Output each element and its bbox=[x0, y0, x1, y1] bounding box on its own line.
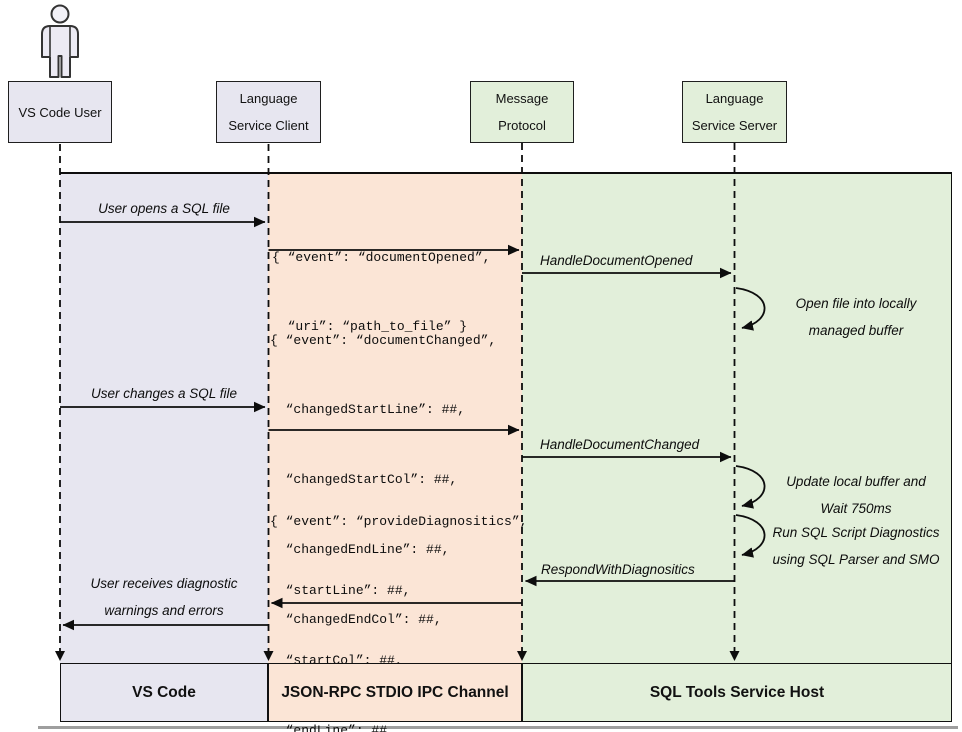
drop-shadow bbox=[38, 726, 958, 729]
footer-box-vscode: VS Code bbox=[60, 663, 268, 722]
footer-box-service-host: SQL Tools Service Host bbox=[522, 663, 952, 722]
actor-label-line2: Service Server bbox=[691, 118, 778, 133]
label-handle-document-opened: HandleDocumentOpened bbox=[540, 253, 693, 268]
note-run-diagnostics: Run SQL Script Diagnostics using SQL Par… bbox=[772, 525, 940, 567]
self-loop-open-file bbox=[735, 287, 766, 331]
band-vscode bbox=[60, 172, 268, 722]
self-loop-update-buffer bbox=[735, 465, 766, 509]
lifeline-end-arrow-user bbox=[55, 651, 65, 661]
label-handle-document-changed: HandleDocumentChanged bbox=[540, 437, 700, 452]
lifeline-end-arrow-server bbox=[729, 651, 740, 661]
actor-label-line2: Service Client bbox=[228, 118, 309, 133]
label-user-changes: User changes a SQL file bbox=[90, 386, 238, 401]
actor-box-vscode-user: VS Code User bbox=[8, 81, 112, 143]
label-user-opens: User opens a SQL file bbox=[98, 201, 230, 216]
actor-box-message-protocol: Message Protocol bbox=[470, 81, 574, 143]
actor-box-language-service-server: Language Service Server bbox=[682, 81, 787, 143]
band-service-host bbox=[522, 172, 952, 722]
note-open-file: Open file into locally managed buffer bbox=[795, 296, 917, 338]
actor-label-line1: Language bbox=[239, 91, 298, 106]
band-ipc-channel bbox=[268, 172, 522, 722]
actor-box-language-service-client: Language Service Client bbox=[216, 81, 321, 143]
band-border bbox=[60, 172, 952, 722]
lifeline-end-arrow-protocol bbox=[517, 651, 527, 661]
actor-label-line1: Message bbox=[495, 91, 549, 106]
footer-box-ipc-channel: JSON-RPC STDIO IPC Channel bbox=[268, 663, 522, 722]
json-document-changed: { “event”: “documentChanged”, “changedSt… bbox=[270, 332, 520, 697]
note-update-buffer: Update local buffer and Wait 750ms bbox=[786, 474, 926, 516]
actor-label: VS Code User bbox=[18, 104, 102, 120]
actor-label-line2: Protocol bbox=[498, 118, 546, 133]
user-actor-icon bbox=[41, 4, 79, 78]
json-document-opened: { “event”: “documentOpened”, “uri”: “pat… bbox=[272, 249, 491, 335]
label-user-receives: User receives diagnostic warnings and er… bbox=[90, 576, 238, 618]
self-loop-run-diagnostics bbox=[735, 514, 766, 558]
label-respond-with-diagnostics: RespondWithDiagnositics bbox=[541, 562, 695, 577]
lifeline-end-arrow-client bbox=[263, 651, 274, 661]
actor-label-line1: Language bbox=[705, 91, 764, 106]
